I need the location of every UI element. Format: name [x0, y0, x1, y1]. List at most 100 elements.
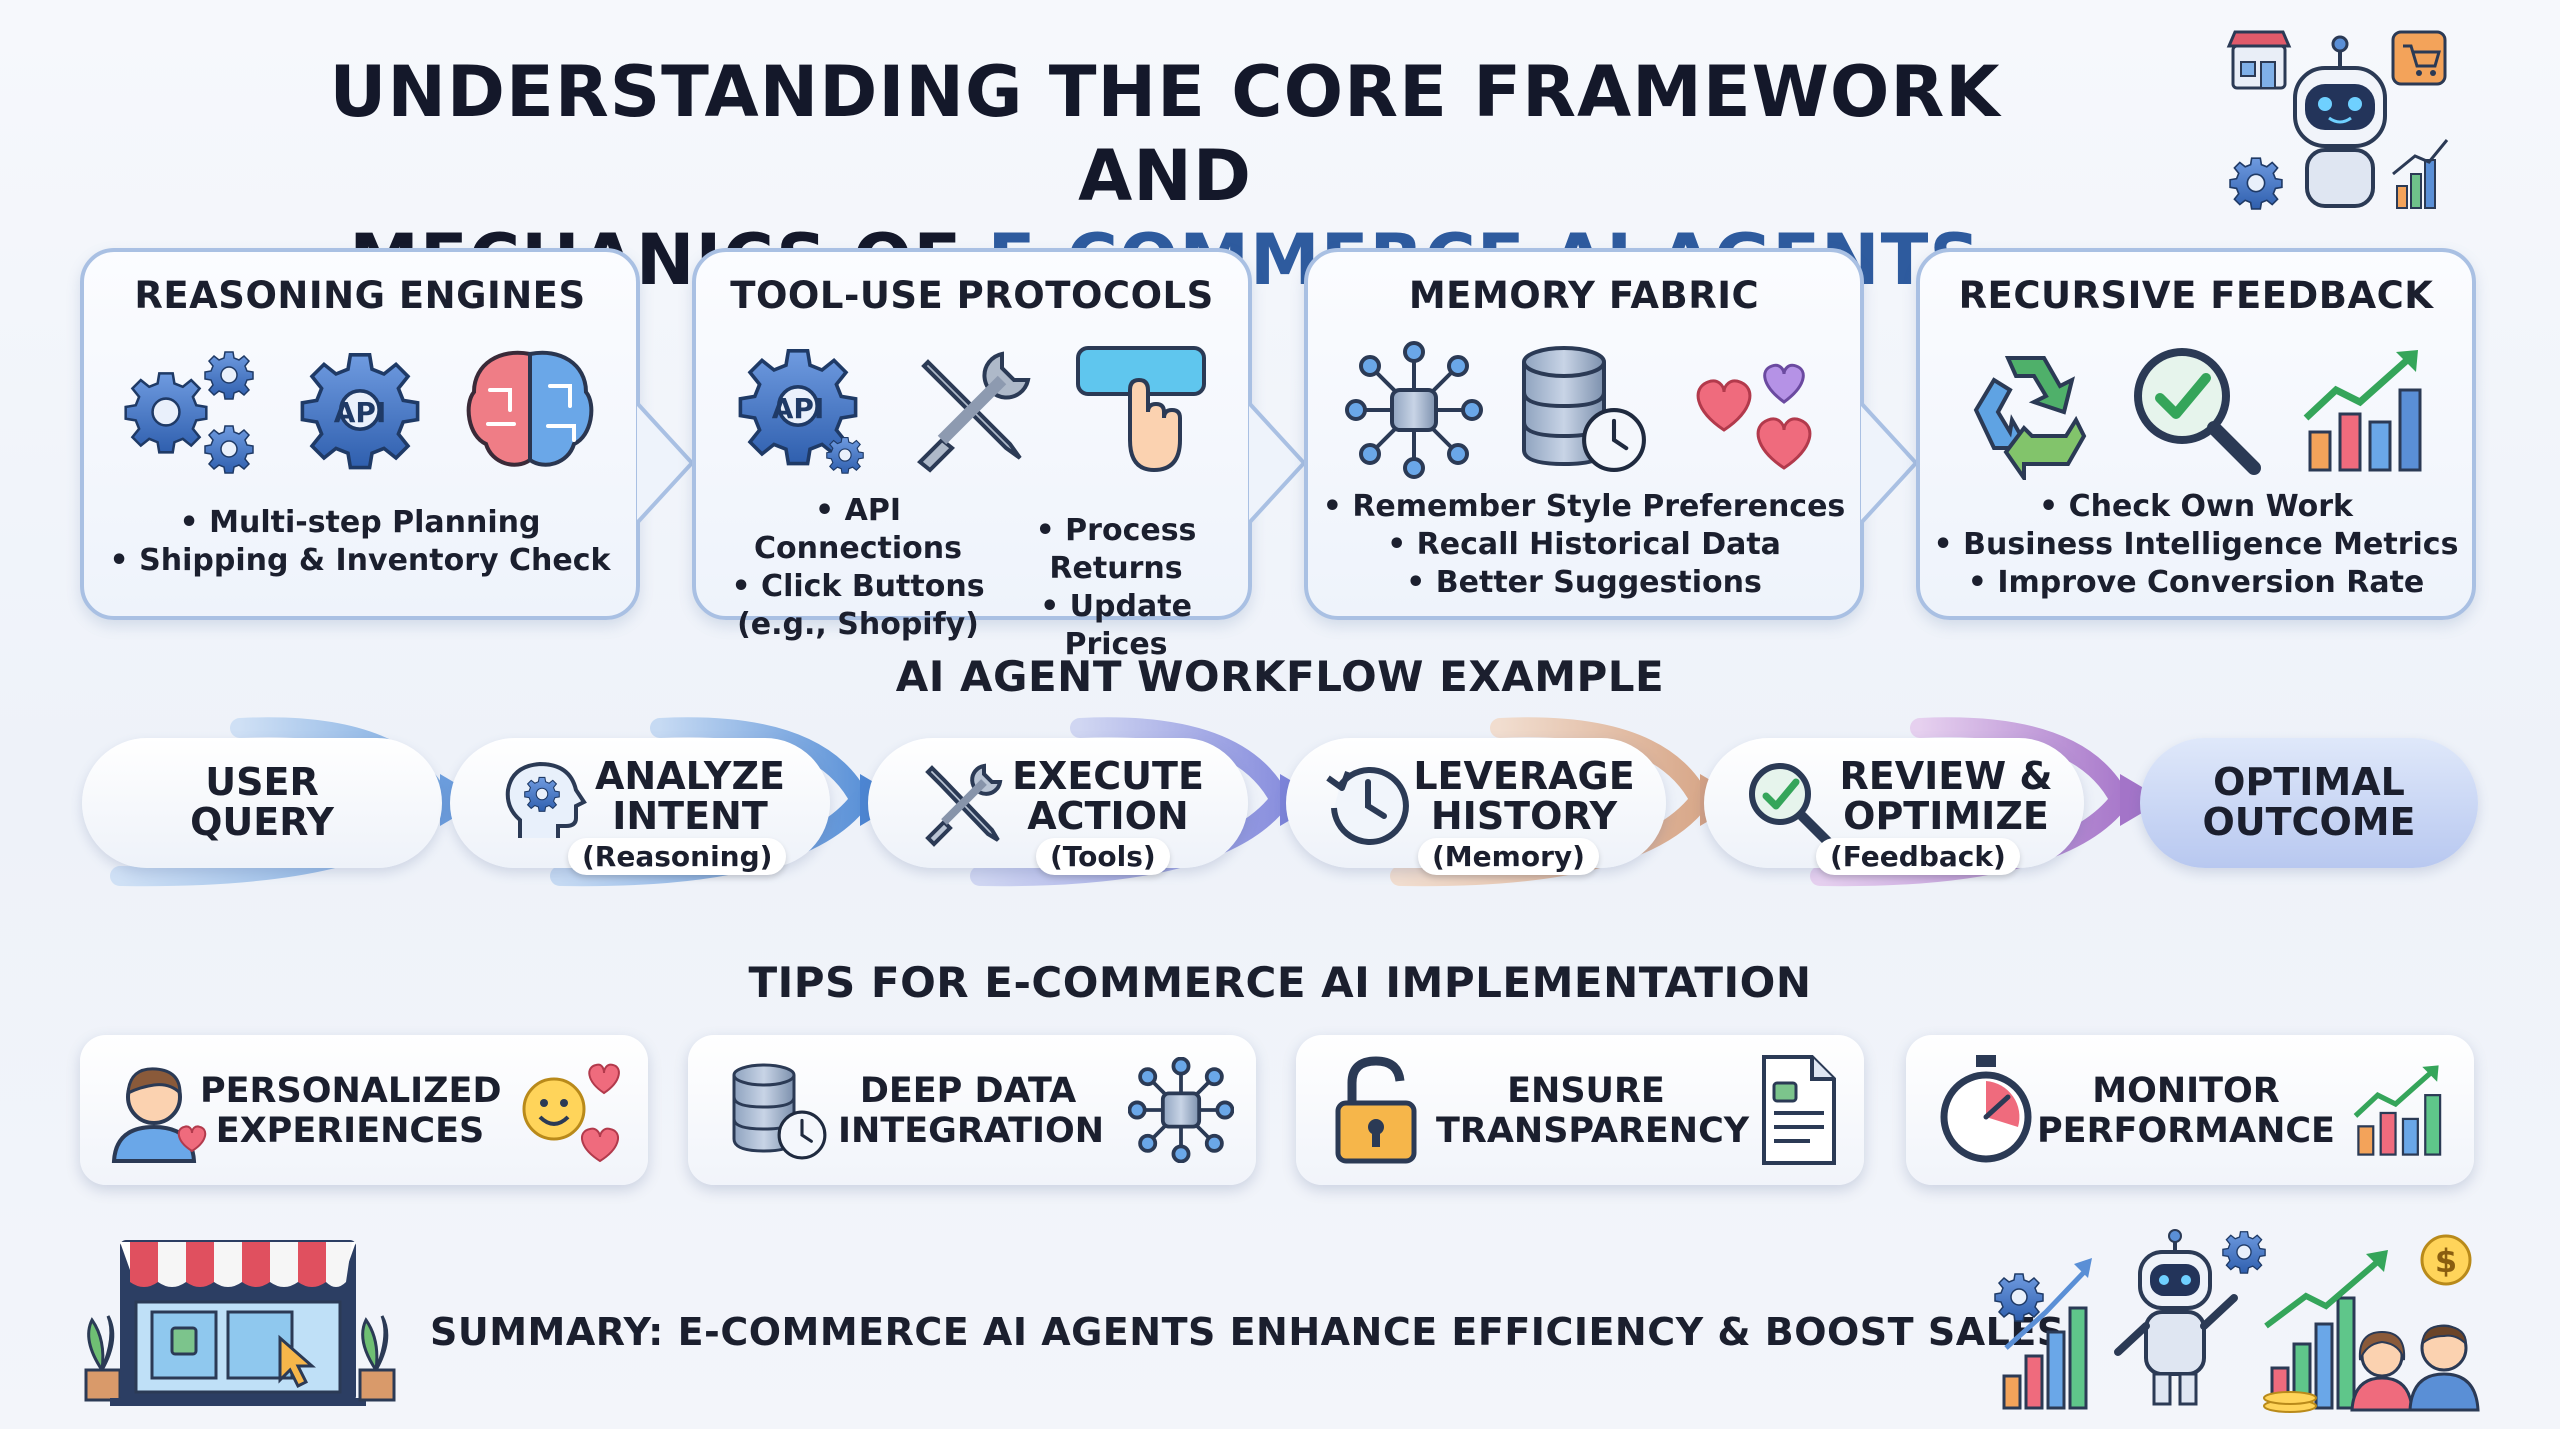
- svg-text:API: API: [334, 396, 387, 429]
- card-memory-fabric: MEMORY FABRIC: [1304, 248, 1864, 620]
- people-icon: [2350, 1324, 2480, 1412]
- card-recursive-feedback: RECURSIVE FEEDBACK • Check Own: [1916, 248, 2476, 620]
- step-label: HISTORY: [1430, 794, 1618, 838]
- bullet: • Improve Conversion Rate: [1967, 565, 2425, 600]
- robot-shop-illustration: [2226, 30, 2449, 210]
- growth-team-illustration: $: [1994, 1229, 2480, 1413]
- magnifier-check-icon: [1749, 763, 1833, 847]
- step-label: OUTCOME: [2202, 800, 2416, 844]
- step-label: ANALYZE: [595, 754, 785, 798]
- step-sub-label: (Reasoning): [568, 838, 787, 875]
- robot-icon: [2114, 1229, 2238, 1406]
- stopwatch-icon: [1940, 1055, 2032, 1163]
- growth-chart-icon: [2303, 350, 2422, 472]
- card-tool-use-protocols: TOOL-USE PROTOCOLS API • API Connections…: [692, 248, 1252, 662]
- step-sub-label: (Memory): [1418, 838, 1599, 875]
- tip-label: DEEP DATA: [859, 1071, 1077, 1111]
- title-line-1: UNDERSTANDING THE CORE FRAMEWORK AND: [329, 51, 2001, 217]
- card-title: RECURSIVE FEEDBACK: [1958, 274, 2434, 317]
- magnifier-check-icon: [2134, 348, 2261, 475]
- unlocked-padlock-icon: [1335, 1056, 1417, 1164]
- plant-icon: [358, 1315, 396, 1402]
- bullet: • Click Buttons: [731, 569, 985, 604]
- bullet-note: (e.g., Shopify): [737, 607, 979, 642]
- tip-deep-data-integration: DEEP DATA INTEGRATION: [688, 1035, 1256, 1185]
- recycle-icon: [1973, 356, 2087, 480]
- card-reasoning-engines: REASONING ENGINES API • Multi-step Plann…: [80, 248, 640, 620]
- bullet: • API Connections: [754, 493, 962, 566]
- tip-personalized-experiences: PERSONALIZED EXPERIENCES: [80, 1035, 648, 1185]
- step-label: OPTIMAL: [2213, 760, 2405, 804]
- click-button-icon: [1076, 346, 1206, 473]
- storefront-illustration: [84, 1240, 396, 1406]
- tip-label: EXPERIENCES: [215, 1111, 485, 1151]
- database-clock-icon: [732, 1063, 827, 1160]
- coins-icon: [2263, 1391, 2317, 1413]
- dollar-coin-icon: $: [2420, 1234, 2472, 1286]
- card-title: MEMORY FABRIC: [1408, 274, 1760, 317]
- growth-chart-icon: [2353, 1065, 2442, 1156]
- bullet: • Better Suggestions: [1406, 565, 1762, 600]
- document-lock-icon: [1762, 1055, 1836, 1165]
- gear-icon: [2229, 157, 2283, 210]
- step-label: INTENT: [612, 794, 768, 838]
- svg-text:API: API: [772, 392, 825, 425]
- step-label: OPTIMIZE: [1843, 794, 2049, 838]
- bullet: • Remember Style Preferences: [1322, 489, 1846, 524]
- network-icon: [1128, 1057, 1234, 1163]
- gears-icon: [124, 351, 254, 474]
- bullet: • Recall Historical Data: [1387, 527, 1781, 562]
- tips-heading: TIPS FOR E-COMMERCE AI IMPLEMENTATION: [748, 958, 1812, 1007]
- bullet: • Update Prices: [1040, 589, 1192, 662]
- gear-icon: [2222, 1231, 2266, 1274]
- step-label: REVIEW &: [1839, 754, 2053, 798]
- tip-ensure-transparency: ENSURE TRANSPARENCY: [1296, 1035, 1864, 1185]
- database-clock-icon: [1522, 346, 1654, 480]
- svg-text:$: $: [2435, 1242, 2457, 1280]
- step-sub-label: (Tools): [1036, 838, 1170, 875]
- network-icon: [1345, 341, 1483, 479]
- tip-label: ENSURE: [1507, 1071, 1665, 1111]
- store-icon: [2226, 30, 2292, 90]
- plant-icon: [84, 1315, 122, 1402]
- card-title: REASONING ENGINES: [134, 274, 586, 317]
- workflow-step-optimal-outcome: OPTIMAL OUTCOME: [2140, 738, 2478, 868]
- tip-label: PERSONALIZED: [200, 1071, 502, 1111]
- bar-chart-icon: [2002, 1258, 2092, 1410]
- api-gear-icon: API: [300, 352, 420, 470]
- bullet: • Check Own Work: [2039, 489, 2353, 524]
- tip-label: PERFORMANCE: [2037, 1111, 2335, 1151]
- step-label: EXECUTE: [1012, 754, 1204, 798]
- workflow-step-execute-action: EXECUTE ACTION (Tools): [868, 738, 1248, 875]
- connector-arrow: [1249, 403, 1307, 523]
- head-gear-icon: [505, 761, 587, 838]
- wrench-icon: [917, 351, 1031, 473]
- workflow-step-leverage-history: LEVERAGE HISTORY (Memory): [1286, 738, 1666, 875]
- step-label: QUERY: [190, 800, 334, 844]
- gear-icon: [1994, 1273, 2044, 1322]
- smiley-hearts-icon: [522, 1063, 620, 1163]
- bullet: • Business Intelligence Metrics: [1933, 527, 2459, 562]
- step-label: USER: [205, 760, 319, 804]
- card-title: TOOL-USE PROTOCOLS: [730, 274, 1214, 317]
- workflow-heading: AI AGENT WORKFLOW EXAMPLE: [895, 652, 1665, 701]
- brain-icon: [466, 350, 594, 467]
- connector-arrow: [1861, 403, 1919, 523]
- api-gear-icon: API: [738, 348, 864, 474]
- tip-label: MONITOR: [2092, 1071, 2280, 1111]
- hearts-icon: [1696, 363, 1812, 470]
- step-label: ACTION: [1027, 794, 1189, 838]
- workflow-step-analyze-intent: ANALYZE INTENT (Reasoning): [450, 738, 830, 875]
- cart-icon: [2391, 30, 2447, 86]
- history-icon: [1326, 766, 1409, 845]
- workflow-step-user-query: USER QUERY: [82, 738, 442, 868]
- bullet: • Multi-step Planning: [179, 505, 541, 540]
- summary-text: SUMMARY: E-COMMERCE AI AGENTS ENHANCE EF…: [430, 1310, 2065, 1354]
- workflow-step-review-optimize: REVIEW & OPTIMIZE (Feedback): [1704, 738, 2084, 875]
- user-heart-icon: [111, 1067, 207, 1163]
- bar-chart-icon: [2392, 139, 2449, 209]
- tip-label: INTEGRATION: [838, 1111, 1105, 1151]
- tools-icon: [925, 763, 1003, 847]
- robot-icon: [2293, 35, 2387, 208]
- bullet: • Shipping & Inventory Check: [109, 543, 611, 578]
